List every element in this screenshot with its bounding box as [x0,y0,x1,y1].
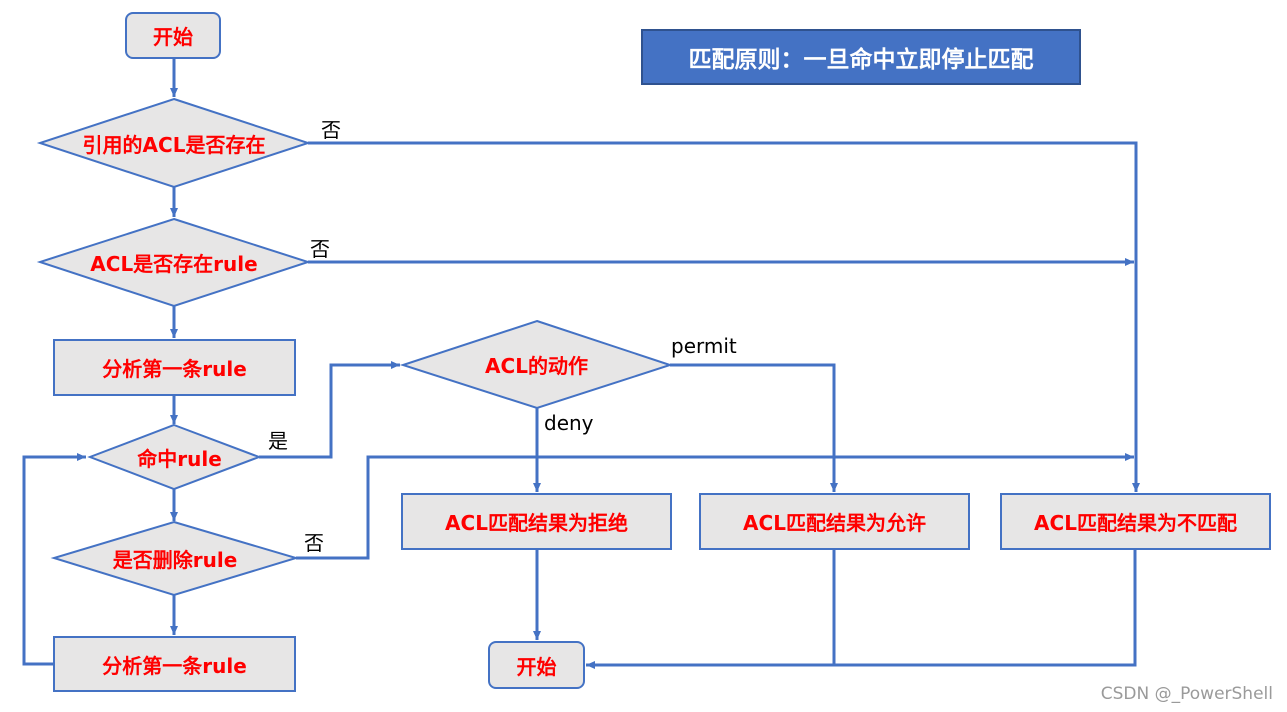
analyze-first-rule-box-2: 分析第一条rule [53,636,296,692]
result-nomatch-box: ACL匹配结果为不匹配 [1000,493,1271,550]
decision-acl-action-label: ACL的动作 [485,354,588,378]
decision-rule-exists-shape [36,217,312,308]
label-permit: permit [671,334,737,358]
edge-hit-yes [259,361,400,459]
edge-nomatch-to-end [586,549,1137,669]
watermark: CSDN @_PowerShell [1100,684,1273,704]
start-node: 开始 [125,12,221,59]
label-deny: deny [544,411,594,435]
edge-permit [670,363,838,492]
edge-loop-back [22,453,86,666]
decision-delete-rule-label: 是否删除rule [112,548,238,572]
result-permit-box: ACL匹配结果为允许 [699,493,970,550]
label-rule-exists-no: 否 [310,237,330,261]
decision-acl-action-shape [399,319,674,410]
end-node: 开始 [488,641,585,689]
decision-hit-rule-shape [87,423,262,491]
label-delete-no: 否 [304,531,324,555]
edge-acl-exists-no [308,141,1140,492]
decision-hit-rule-label: 命中rule [137,446,222,471]
decision-acl-exists-shape [36,97,312,189]
result-deny-box: ACL匹配结果为拒绝 [401,493,672,550]
decision-delete-rule-shape [50,520,300,597]
label-acl-exists-no: 否 [321,118,341,142]
analyze-first-rule-box: 分析第一条rule [53,339,296,396]
matching-principle-banner: 匹配原则：一旦命中立即停止匹配 [641,29,1081,85]
edge-delete-no [296,453,1134,560]
label-hit-yes: 是 [268,429,288,453]
decision-acl-exists-label: 引用的ACL是否存在 [82,132,266,157]
decision-rule-exists-label: ACL是否存在rule [90,252,258,276]
